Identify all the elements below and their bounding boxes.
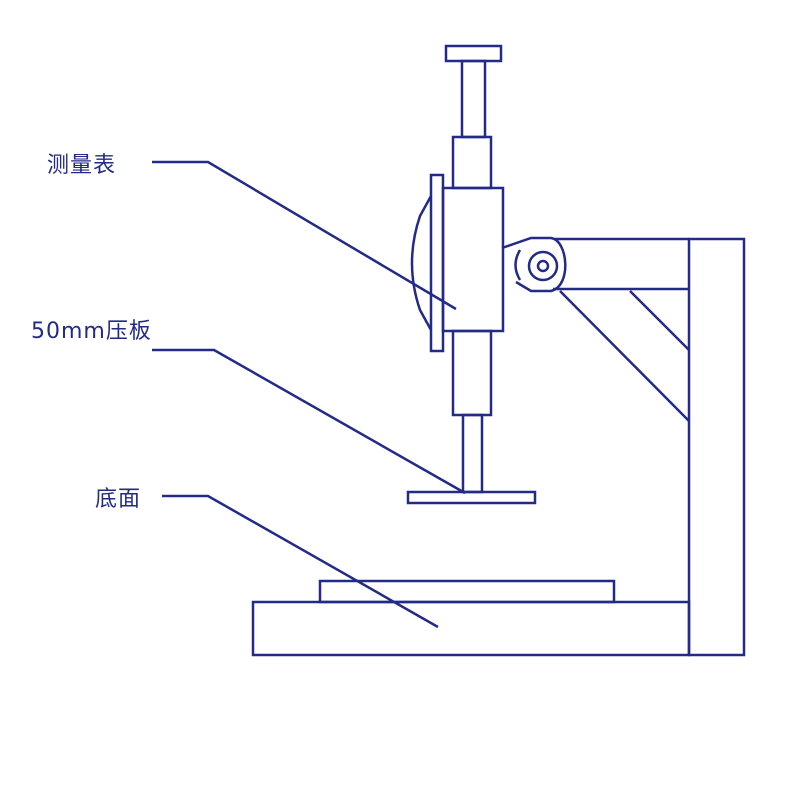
label-pressure-plate: 50mm压板 [31, 319, 152, 344]
base-block [251, 600, 691, 657]
brace-outer [559, 290, 690, 422]
gauge-upper-sleeve [451, 135, 493, 190]
gauge-top-cap [444, 44, 503, 63]
pivot-pin-outer [527, 250, 559, 282]
label-gauge: 测量表 [47, 153, 117, 178]
brace-inner [629, 290, 690, 351]
gauge-dial-face [429, 173, 445, 353]
leader-gauge [152, 160, 457, 311]
leader-plate [152, 348, 466, 495]
leader-base [162, 494, 439, 629]
pressure-plate [406, 490, 537, 505]
gauge-spindle [461, 413, 484, 494]
gauge-top-rod [460, 59, 487, 139]
gauge-lower-sleeve [451, 329, 493, 417]
label-base: 底面 [95, 487, 142, 512]
clamp-arm-connector [501, 236, 567, 293]
vertical-column [687, 237, 746, 657]
pivot-pin-inner [536, 259, 550, 273]
clamp-knob [514, 249, 522, 281]
base-top-plate [318, 579, 616, 604]
gauge-dial-bezel [410, 195, 433, 331]
gauge-body [441, 186, 505, 333]
